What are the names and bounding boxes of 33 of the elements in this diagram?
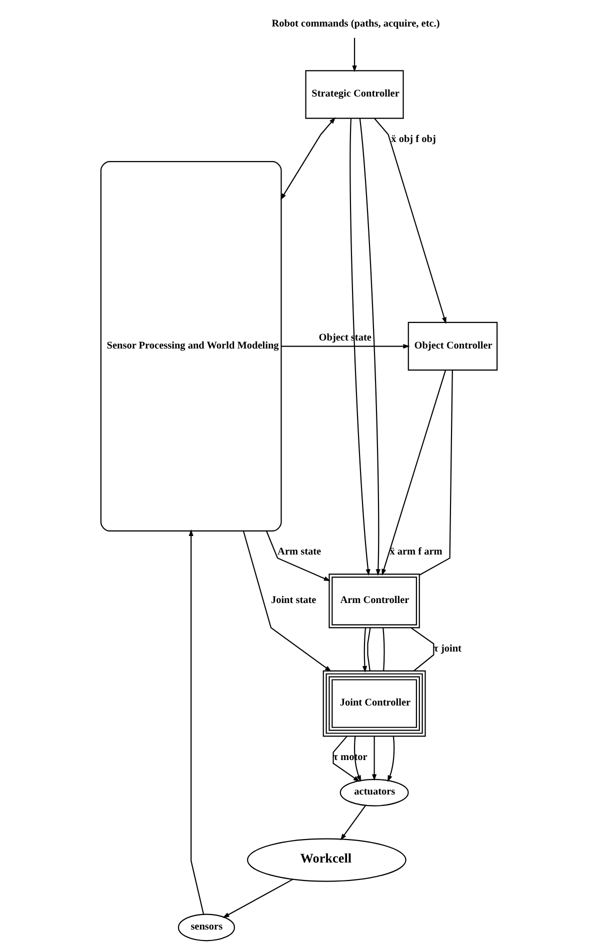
- edge-label: ẍ obj f obj: [391, 134, 436, 145]
- arrow: [281, 344, 410, 349]
- arrow: [374, 118, 446, 324]
- node-text: Robot commands (paths, acquire, etc.): [272, 18, 440, 30]
- node-box: Object Controller: [408, 322, 498, 371]
- arrow: [188, 529, 204, 914]
- arrow: [340, 805, 366, 840]
- node-ellipse: Workcell: [246, 838, 406, 882]
- node-box: Sensor Processing and World Modeling: [100, 161, 282, 532]
- arrow: [359, 118, 380, 576]
- node-box: Joint Controller: [322, 670, 426, 737]
- arrow: [266, 530, 331, 582]
- edge-label: τ joint: [434, 643, 462, 654]
- arrow: [382, 370, 446, 576]
- connector: [410, 627, 434, 672]
- arrow: [242, 530, 332, 672]
- connector: [382, 628, 385, 671]
- arrow: [222, 878, 294, 918]
- edge-label: Joint state: [270, 594, 316, 606]
- arrow: [372, 736, 377, 781]
- arrow: [354, 736, 362, 782]
- arrow: [388, 736, 395, 782]
- arrow: [350, 118, 370, 576]
- connector: [367, 628, 371, 671]
- arrow: [362, 628, 368, 673]
- arrow: [352, 38, 357, 72]
- arrow: [280, 117, 336, 200]
- edge-label: Arm state: [278, 546, 322, 558]
- edge-label: ẍ arm f arm: [390, 546, 442, 558]
- node-box: Arm Controller: [328, 574, 420, 628]
- node-box: Strategic Controller: [305, 70, 404, 119]
- connector: [419, 370, 453, 576]
- node-ellipse: actuators: [340, 778, 409, 806]
